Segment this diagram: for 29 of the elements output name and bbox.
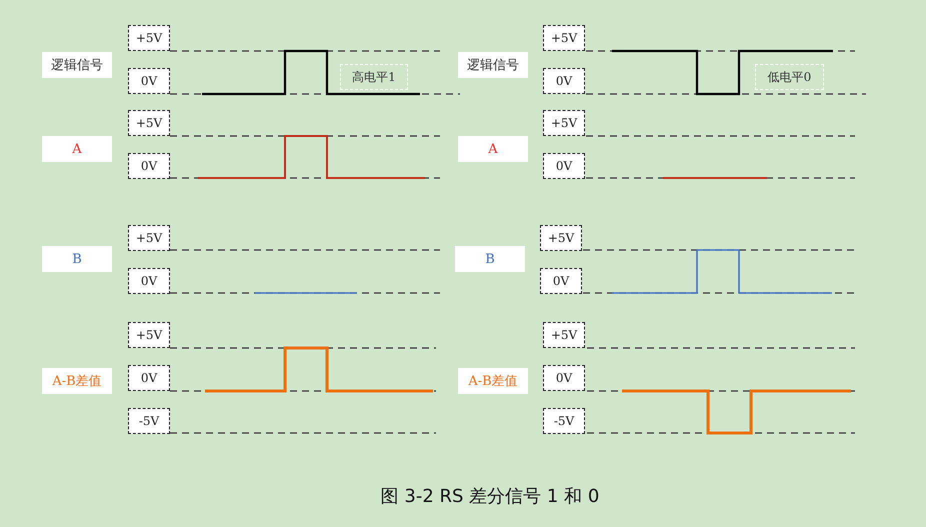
signal-label: A-B差值 — [42, 368, 112, 394]
voltage-box: +5V — [128, 225, 170, 251]
voltage-box: +5V — [128, 110, 170, 136]
signal-label: 逻辑信号 — [42, 52, 112, 78]
voltage-box: 0V — [128, 153, 170, 179]
voltage-box: +5V — [128, 25, 170, 51]
voltage-box: 0V — [543, 365, 585, 391]
voltage-box: +5V — [540, 225, 582, 251]
level-label: 高电平1 — [340, 64, 408, 90]
signal-label: B — [42, 246, 112, 272]
signal-label: B — [455, 246, 525, 272]
voltage-box: 0V — [128, 68, 170, 94]
voltage-box: +5V — [543, 110, 585, 136]
voltage-box: -5V — [128, 408, 170, 434]
figure-caption: 图 3-2 RS 差分信号 1 和 0 — [380, 485, 600, 508]
voltage-box: +5V — [128, 322, 170, 348]
voltage-box: 0V — [128, 268, 170, 294]
voltage-box: +5V — [543, 322, 585, 348]
voltage-box: 0V — [543, 153, 585, 179]
voltage-box: -5V — [543, 408, 585, 434]
signal-label: A — [42, 136, 112, 162]
signal-label: 逻辑信号 — [458, 52, 528, 78]
voltage-box: 0V — [543, 68, 585, 94]
voltage-box: +5V — [543, 25, 585, 51]
signal-label: A-B差值 — [458, 368, 528, 394]
voltage-box: 0V — [128, 365, 170, 391]
level-label: 低电平0 — [755, 64, 824, 90]
signal-label: A — [458, 136, 528, 162]
voltage-box: 0V — [540, 268, 582, 294]
